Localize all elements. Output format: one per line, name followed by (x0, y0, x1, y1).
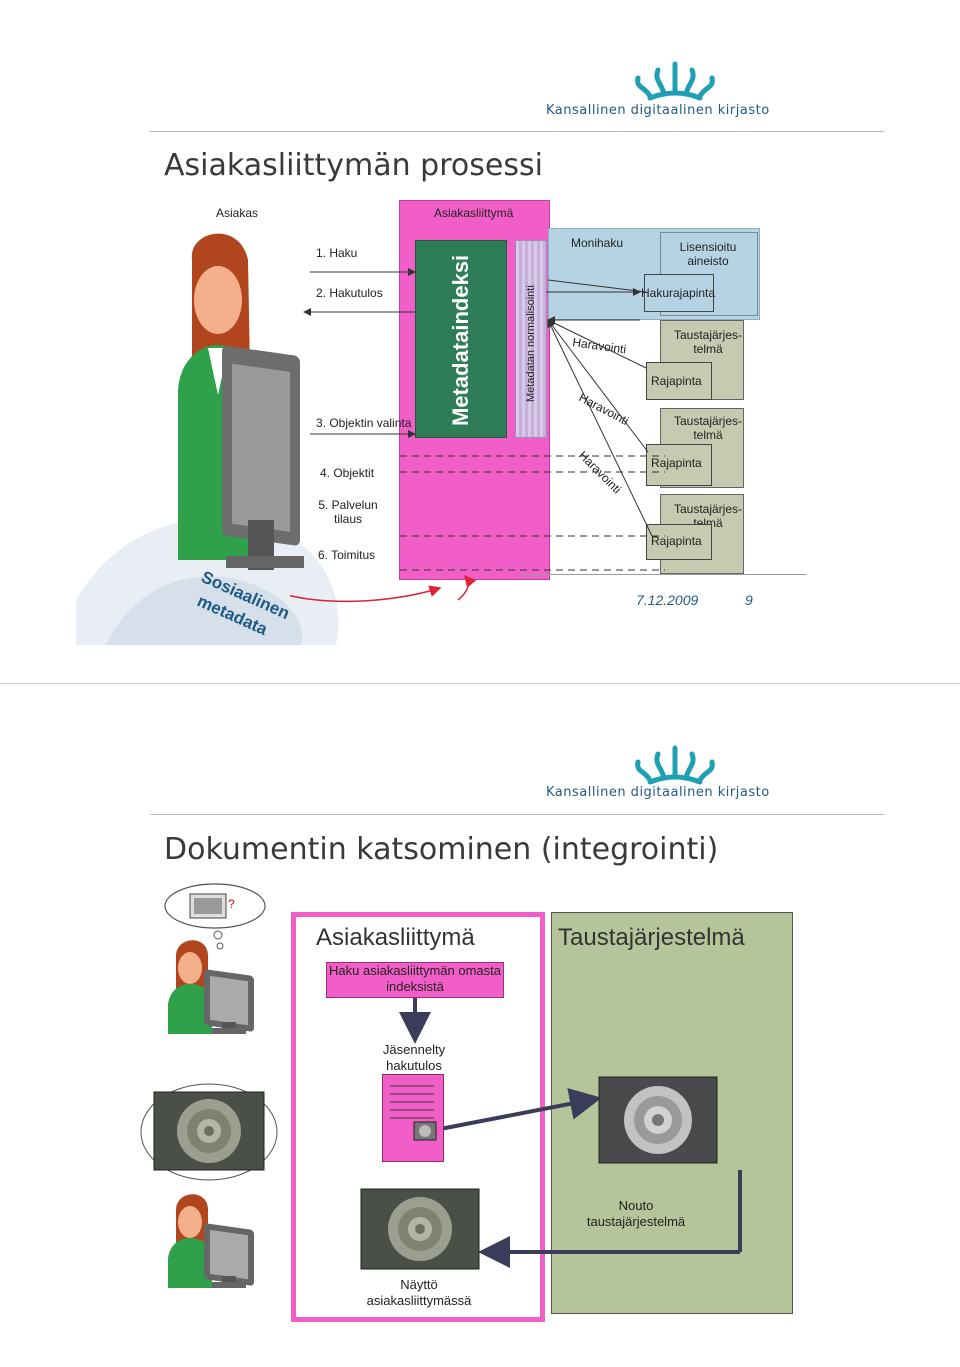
taustajarjestelma-heading: Taustajärjestelmä (558, 924, 745, 951)
tausta-label-1: Taustajärjes-telmä (673, 328, 743, 356)
monihaku-label: Monihaku (571, 236, 624, 250)
step-5: 5. Palvelun tilaus (318, 498, 378, 526)
flow-arrows-2 (399, 998, 742, 1268)
naytto-label: Näyttö asiakasliittymässä (366, 1277, 472, 1308)
logo-text: Kansallinen digitaalinen kirjasto (546, 103, 770, 118)
person-computer-icon-2 (168, 940, 254, 1034)
metadataindeksi-label-svg: Metadataindeksi (448, 255, 473, 426)
nouto-label: Nouto taustajärjestelmä (586, 1198, 686, 1229)
slide1-page: 9 (745, 592, 753, 608)
step-1: 1. Haku (316, 246, 358, 260)
lisensioitu-label: Lisensioitu aineisto (679, 240, 737, 268)
step-6: 6. Toimitus (318, 548, 376, 562)
title-rule (150, 131, 884, 132)
logo-text-2: Kansallinen digitaalinen kirjasto (546, 785, 770, 800)
haku-box: Haku asiakasliittymän omasta indeksistä (326, 962, 504, 998)
asiakasliittyma-heading: Asiakasliittymä (316, 924, 475, 951)
slide1-date: 7.12.2009 (636, 592, 699, 608)
fossil-display-image (360, 1188, 480, 1270)
step-4: 4. Objektit (320, 466, 375, 480)
slide2-title: Dokumentin katsominen (integrointi) (164, 832, 719, 867)
rajapinta-box-2 (646, 444, 712, 486)
flow-arrows (290, 268, 665, 603)
tausta-label-2: Taustajärjes-telmä (673, 414, 743, 442)
metadataindeksi-label: Metadataindeksi (448, 255, 473, 426)
hakurajapinta-box (644, 274, 714, 312)
jasennelty-label: Jäsennelty hakutulos (382, 1042, 446, 1073)
thought-bubble-icon: ? (164, 883, 266, 950)
footer-rule (520, 574, 806, 575)
kdk-logo-icon (635, 61, 715, 101)
page-separator (0, 683, 960, 684)
rajapinta-box-3 (646, 524, 712, 560)
person-computer-icon-3 (168, 1194, 254, 1288)
sosiaalinen-svg: Sosiaalinen metadata (194, 567, 292, 639)
fossil-thought-image (140, 1083, 278, 1181)
result-lines-svg (390, 1085, 437, 1141)
rajapinta-box-1 (646, 362, 712, 400)
rajapinta-label-1: Rajapinta (651, 374, 702, 388)
kdk-logo-icon-2 (635, 745, 715, 785)
normalisointi-label: Metadatan normalisointi (525, 285, 537, 402)
title-rule-2 (150, 814, 884, 815)
normalisointi-label-svg: Metadatan normalisointi (525, 285, 537, 402)
question-mark: ? (228, 897, 235, 911)
step-3: 3. Objektin valinta (316, 416, 412, 430)
fossil-source-image (598, 1076, 718, 1164)
normalisointi-block (515, 240, 547, 438)
hakurajapinta-label: Hakurajapinta (641, 286, 716, 300)
col-asiakasliittyma: Asiakasliittymä (434, 206, 514, 220)
person-computer-icon (178, 233, 304, 570)
step-2: 2. Hakutulos (316, 286, 383, 300)
col-asiakas: Asiakas (216, 206, 259, 220)
slide-title: Asiakasliittymän prosessi (164, 148, 543, 183)
rajapinta-label-3: Rajapinta (651, 534, 702, 548)
rajapinta-label-2: Rajapinta (651, 456, 702, 470)
metadataindeksi-block (415, 240, 507, 438)
